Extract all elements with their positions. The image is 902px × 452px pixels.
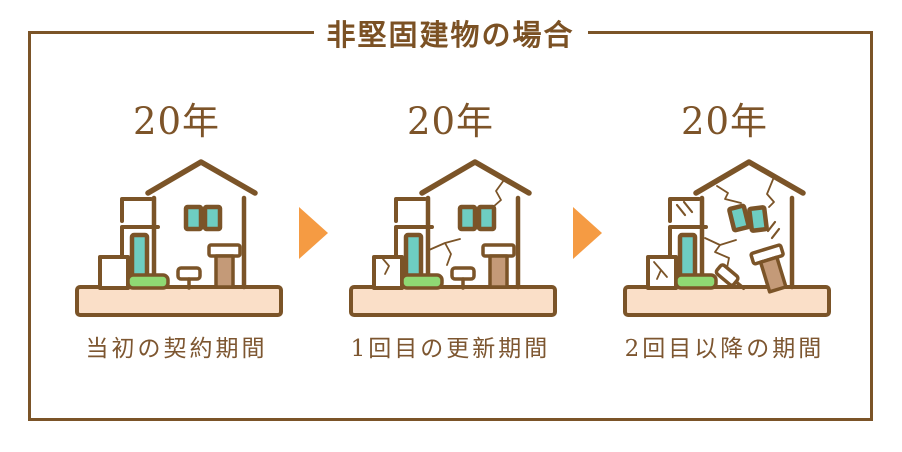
stage-initial-contract: 20年 (69, 98, 284, 364)
stage-first-renewal: 20年 (343, 98, 558, 364)
house-lightly-cracked-icon (349, 159, 557, 317)
crack-lines (382, 179, 505, 275)
stages-row: 20年 (31, 34, 870, 364)
years-label: 20年 (132, 100, 221, 143)
house-heavily-damaged-icon (623, 159, 831, 317)
diagram-title: 非堅固建物の場合 (313, 18, 588, 52)
stage-second-and-later: 20年 (617, 98, 832, 364)
right-arrow-icon (299, 207, 328, 259)
stress-mark-lines (675, 200, 781, 240)
years-label: 20年 (680, 100, 769, 143)
diagram-frame: 非堅固建物の場合 20年 (28, 18, 873, 421)
stage-caption: 2回目以降の期間 (624, 336, 825, 362)
house-intact-icon (75, 159, 283, 317)
years-label: 20年 (406, 100, 495, 143)
right-arrow-icon (573, 207, 602, 259)
stage-caption: 1回目の更新期間 (350, 336, 551, 362)
crack-lines (653, 176, 775, 280)
stage-caption: 当初の契約期間 (85, 336, 268, 362)
